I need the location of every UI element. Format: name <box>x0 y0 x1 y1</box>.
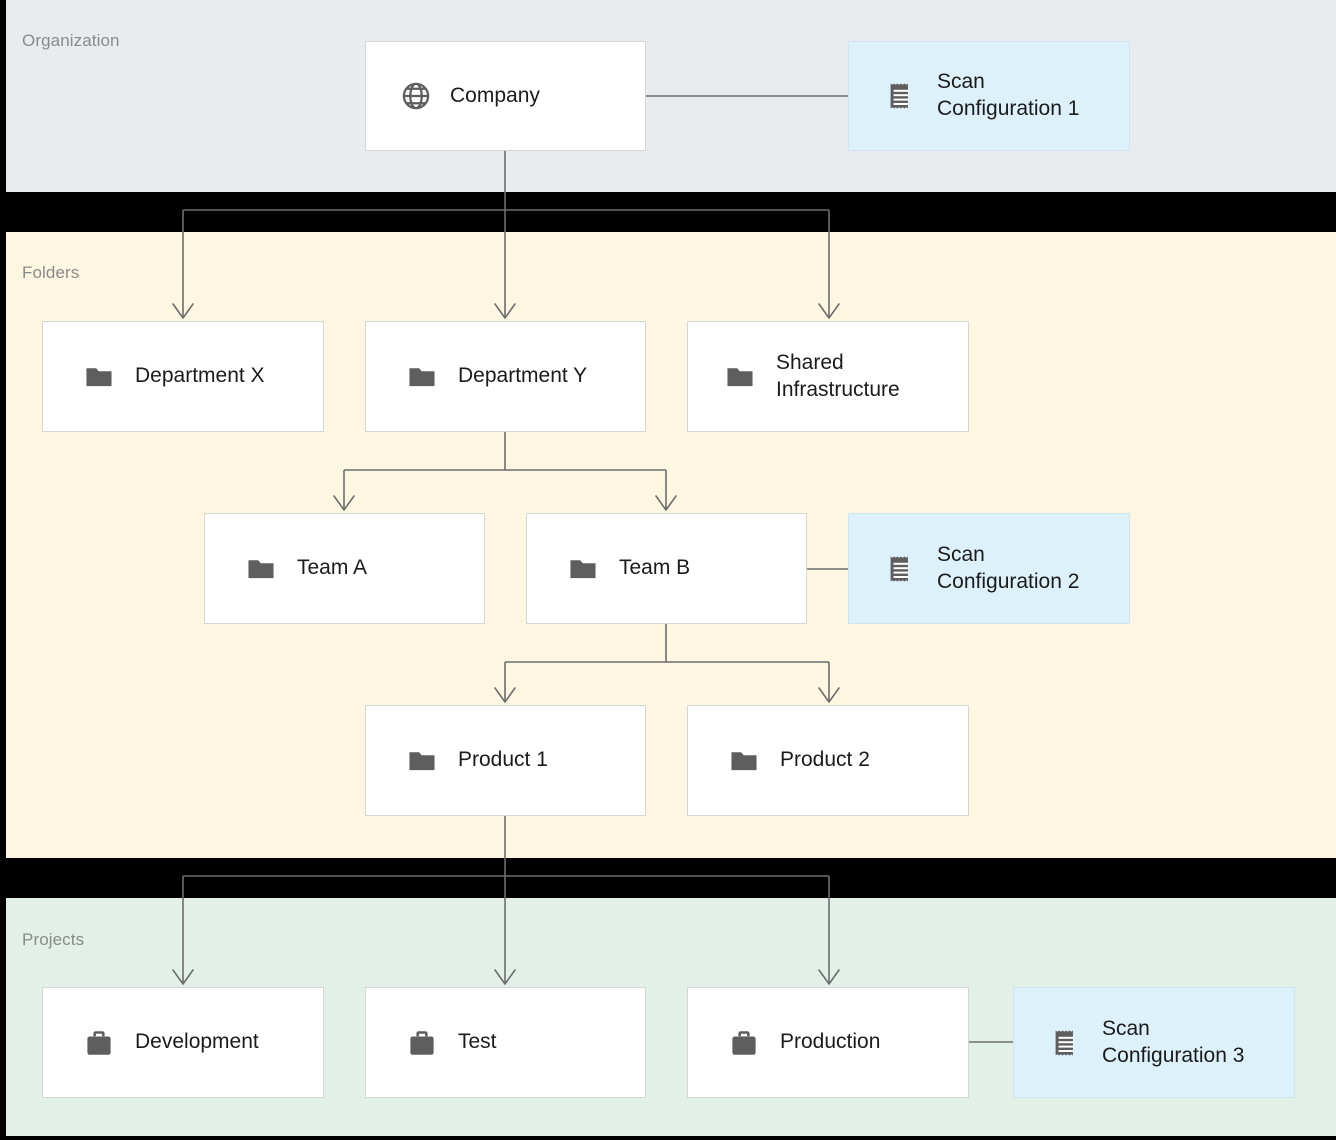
node-department-x[interactable]: Department X <box>42 321 324 432</box>
band-organization <box>6 0 1336 192</box>
folder-icon <box>406 745 438 777</box>
node-product-2[interactable]: Product 2 <box>687 705 969 816</box>
node-product-1[interactable]: Product 1 <box>365 705 646 816</box>
node-label: Scan Configuration 2 <box>937 542 1080 593</box>
node-department-y[interactable]: Department Y <box>365 321 646 432</box>
globe-icon <box>400 80 432 112</box>
node-label: Shared Infrastructure <box>776 350 900 401</box>
folder-icon <box>724 361 756 393</box>
node-label: Test <box>458 1030 497 1054</box>
receipt-icon <box>885 553 917 585</box>
folder-icon <box>728 745 760 777</box>
briefcase-icon <box>406 1027 438 1059</box>
node-label: Team B <box>619 556 691 580</box>
node-label: Scan Configuration 3 <box>1102 1016 1245 1067</box>
receipt-icon <box>1050 1027 1082 1059</box>
node-label: Department Y <box>458 364 588 388</box>
node-scan-configuration-2[interactable]: Scan Configuration 2 <box>848 513 1130 624</box>
node-shared-infrastructure[interactable]: Shared Infrastructure <box>687 321 969 432</box>
band-label-projects: Projects <box>22 930 85 949</box>
band-label-folders: Folders <box>22 263 80 282</box>
node-label: Product 1 <box>458 748 548 772</box>
node-team-a[interactable]: Team A <box>204 513 485 624</box>
node-scan-configuration-3[interactable]: Scan Configuration 3 <box>1013 987 1295 1098</box>
briefcase-icon <box>83 1027 115 1059</box>
node-company[interactable]: Company <box>365 41 646 151</box>
node-label: Company <box>450 83 540 107</box>
node-team-b[interactable]: Team B <box>526 513 807 624</box>
band-label-organization: Organization <box>22 31 120 50</box>
node-label: Department X <box>135 364 265 388</box>
folder-icon <box>83 361 115 393</box>
folder-icon <box>245 553 277 585</box>
node-production[interactable]: Production <box>687 987 969 1098</box>
folder-icon <box>406 361 438 393</box>
node-label: Product 2 <box>780 748 870 772</box>
node-label: Scan Configuration 1 <box>937 70 1080 120</box>
receipt-icon <box>885 80 917 112</box>
node-label: Production <box>780 1030 881 1054</box>
folder-icon <box>567 553 599 585</box>
node-test[interactable]: Test <box>365 987 646 1098</box>
briefcase-icon <box>728 1027 760 1059</box>
node-development[interactable]: Development <box>42 987 324 1098</box>
node-scan-configuration-1[interactable]: Scan Configuration 1 <box>848 41 1130 151</box>
node-label: Development <box>135 1030 259 1054</box>
node-label: Team A <box>297 556 368 580</box>
